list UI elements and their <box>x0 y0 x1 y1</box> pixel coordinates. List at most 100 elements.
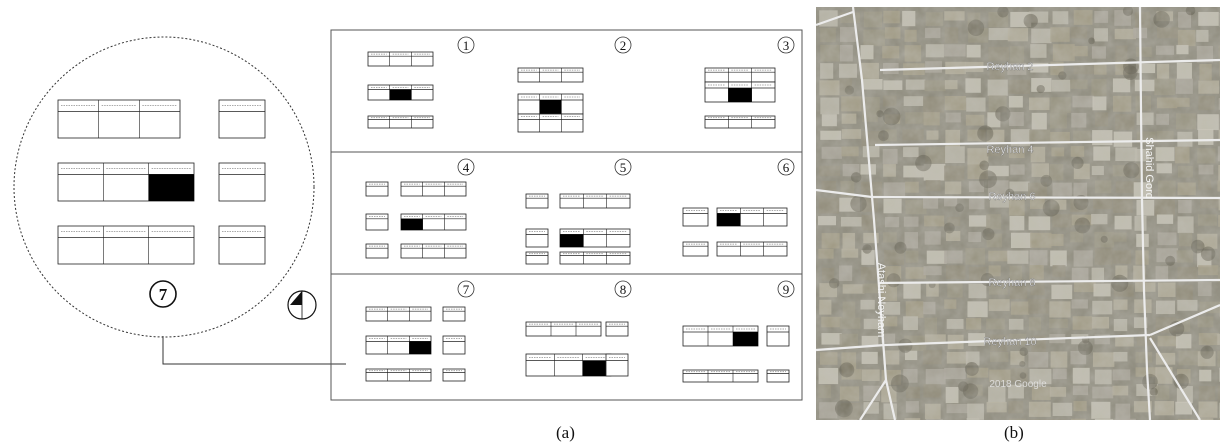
row-outline <box>766 369 790 383</box>
map-roof <box>1049 419 1066 420</box>
building-row <box>367 84 434 101</box>
row-outline <box>218 225 266 265</box>
row-outline <box>367 51 434 67</box>
building-row <box>400 181 467 197</box>
avenue-label-left: Atashi Neyham <box>875 263 887 338</box>
row-outline <box>367 115 434 129</box>
map-roof <box>925 419 943 420</box>
building-row <box>442 306 466 322</box>
cell-number-ring <box>777 158 795 176</box>
row-outline <box>559 251 631 265</box>
row-outline <box>218 99 266 139</box>
row-outline <box>442 368 466 382</box>
building-row <box>442 368 466 382</box>
row-outline <box>57 225 195 265</box>
street-label-4: Reyhan 8 <box>988 277 1035 289</box>
avenue-label-right: Shahid Gord <box>1143 137 1155 199</box>
zoom-label: 7 <box>159 285 168 304</box>
road-corner <box>816 10 854 27</box>
cell-number: 6 <box>783 160 790 175</box>
zoom-circle <box>13 36 315 338</box>
building-row <box>682 207 709 227</box>
row-outline <box>559 193 631 209</box>
zoom-label-circle <box>149 280 177 308</box>
building-row <box>525 228 549 248</box>
cell-number: 2 <box>620 38 627 53</box>
building-row <box>517 93 584 115</box>
map-roof <box>1071 418 1086 420</box>
building-row <box>367 51 434 67</box>
road-diagonal <box>1149 337 1201 420</box>
building-row <box>365 368 432 382</box>
row-outline <box>704 115 776 129</box>
road-stub <box>816 343 886 352</box>
road-reyhan-2 <box>874 138 1220 147</box>
row-outline <box>517 67 584 83</box>
building-row <box>559 193 631 209</box>
row-outline <box>605 321 629 337</box>
building-row <box>400 243 467 259</box>
map-roof <box>883 419 898 420</box>
building-row <box>605 321 629 337</box>
cell-number: 9 <box>783 282 790 297</box>
row-outline <box>365 368 432 382</box>
map-roof <box>1029 419 1051 420</box>
selected-block <box>409 341 431 354</box>
row-outline <box>400 181 467 197</box>
cell-number: 8 <box>620 282 627 297</box>
grid-frame <box>330 29 803 401</box>
row-outline <box>525 251 549 265</box>
compass-icon <box>287 290 317 320</box>
cell-number: 1 <box>463 38 470 53</box>
building-row <box>57 99 181 139</box>
selected-block <box>401 218 423 230</box>
map-watermark: 2018 Google <box>989 379 1047 390</box>
map-roof <box>966 418 980 420</box>
row-outline <box>716 241 788 257</box>
map-roof <box>1177 419 1195 420</box>
map-roof <box>1114 418 1136 420</box>
map-roads <box>816 7 1220 420</box>
scenario-cell-1: 1 <box>367 36 475 129</box>
scenario-cell-3: 3 <box>704 36 795 129</box>
building-row <box>57 162 195 202</box>
leader-line <box>162 336 346 365</box>
cell-number-ring <box>777 36 795 54</box>
cell-number-ring <box>457 36 475 54</box>
building-row <box>682 369 759 383</box>
street-label-1: Reyhan 2 <box>986 61 1033 73</box>
row-outline <box>400 243 467 259</box>
building-row <box>716 207 788 227</box>
row-outline <box>605 353 629 377</box>
selected-block <box>733 332 758 346</box>
selected-block <box>717 213 741 226</box>
map-roof <box>839 419 858 420</box>
building-row <box>716 241 788 257</box>
building-row <box>704 81 776 103</box>
row-outline <box>365 306 432 322</box>
row-outline <box>682 241 709 257</box>
scenario-cell-5: 5 <box>525 158 632 265</box>
row-outline <box>442 306 466 322</box>
building-row <box>218 162 266 202</box>
road-stub <box>816 188 873 199</box>
building-row <box>218 225 266 265</box>
cell-number: 5 <box>620 160 627 175</box>
cell-number: 3 <box>783 38 790 53</box>
building-row <box>525 321 602 337</box>
row-outline <box>365 213 389 231</box>
street-label-3: Reyhan 6 <box>988 191 1035 203</box>
road-reyhan-4 <box>877 278 1220 285</box>
building-row <box>704 67 776 83</box>
building-row <box>525 251 549 265</box>
building-row <box>766 369 790 383</box>
building-row <box>682 241 709 257</box>
building-row <box>365 306 432 322</box>
row-outline <box>517 113 584 133</box>
building-row <box>365 213 389 231</box>
zoom-blocks <box>57 99 266 265</box>
cell-number-ring <box>457 158 475 176</box>
